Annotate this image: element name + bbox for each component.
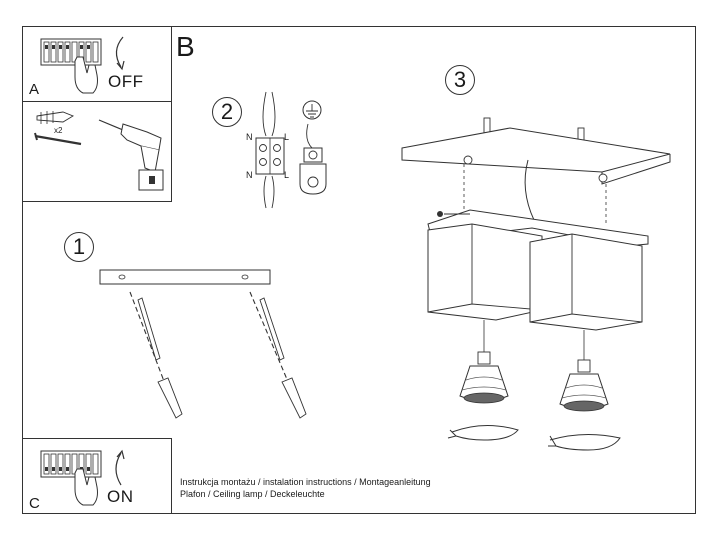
gu10-bulb-icon-2	[559, 359, 609, 412]
step-3-number: 3	[445, 65, 475, 95]
panel-a-letter: A	[29, 81, 40, 98]
section-letter: B	[176, 31, 195, 62]
terminal-label-n-bottom: N	[246, 170, 253, 180]
panel-power-off: A OFF	[22, 26, 172, 102]
instruction-sheet	[22, 26, 696, 514]
on-label: ON	[107, 487, 134, 506]
gu10-bulb-icon	[459, 351, 509, 404]
terminal-label-l-top: L	[284, 132, 290, 142]
terminal-label-n-top: N	[246, 132, 253, 142]
panel-c-letter: C	[29, 495, 40, 512]
off-label: OFF	[108, 72, 144, 91]
caption-line-2: Plafon / Ceiling lamp / Deckeleuchte	[180, 489, 325, 499]
circuit-breaker-off-icon	[40, 36, 125, 94]
step-1-number: 1	[64, 232, 94, 262]
terminal-label-l-bottom: L	[284, 170, 290, 180]
step-2-number: 2	[212, 97, 242, 127]
circuit-breaker-on-icon	[40, 449, 125, 506]
tools-illustration	[34, 111, 164, 191]
drill-icon	[98, 119, 164, 191]
rotate-arrow-icon	[447, 424, 621, 451]
screw-icon	[34, 132, 82, 146]
panel-tools: x2	[22, 101, 172, 202]
caption-line-1: Instrukcja montażu / instalation instruc…	[180, 477, 431, 487]
panel-power-on: C ON	[22, 438, 172, 514]
wall-plug-icon	[36, 111, 75, 124]
quantity-label: x2	[54, 126, 63, 135]
